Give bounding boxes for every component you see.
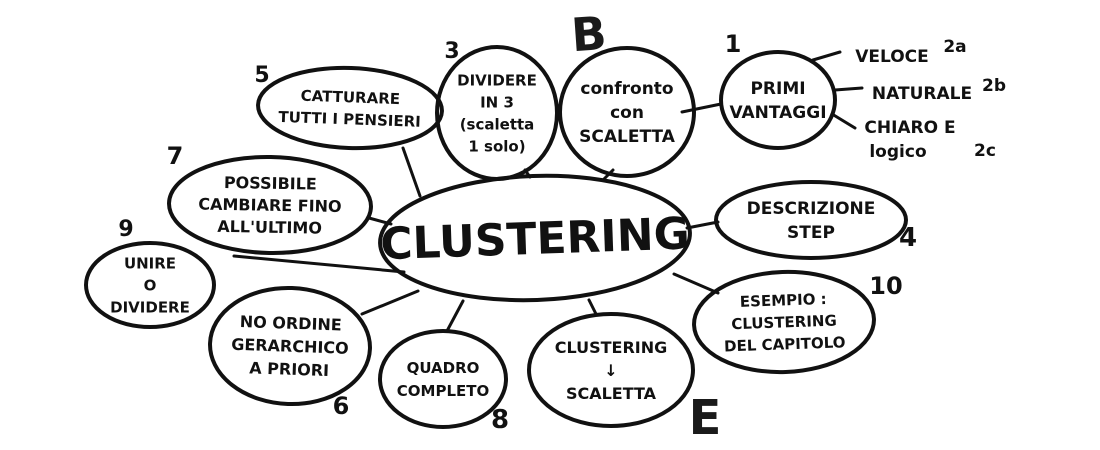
node-text-line: A PRIORI: [249, 358, 329, 380]
node-text-line: SCALETTA: [566, 384, 657, 403]
node-primi-vantaggi: PRIMI VANTAGGI: [719, 50, 837, 150]
node-text-line: 1 solo): [468, 137, 525, 155]
branch-chiaro-label: CHIARO E: [864, 118, 955, 138]
node-quadro-completo: QUADRO COMPLETO: [378, 329, 508, 429]
node-text-line: QUADRO: [407, 359, 480, 377]
node-text-line: CLUSTERING: [731, 312, 837, 334]
connectors: [232, 50, 864, 333]
node-text-line: TUTTI I PENSIERI: [278, 108, 421, 131]
node-outline: [692, 269, 876, 375]
node-outline: [378, 173, 692, 303]
node-unire-dividere: UNIRE O DIVIDERE: [84, 241, 216, 329]
branch-chiaro-label-2: logico: [869, 142, 926, 162]
node-text-line: DEL CAPITOLO: [724, 333, 846, 355]
node-number: 7: [167, 142, 184, 170]
node-text-line: DESCRIZIONE: [747, 199, 876, 219]
node-text-line: ALL'ULTIMO: [217, 217, 322, 238]
connector-line: [685, 220, 720, 230]
node-text-line: VANTAGGI: [729, 103, 826, 123]
branch-number: 2a: [943, 37, 966, 57]
node-number: 3: [444, 39, 459, 64]
center-node: CLUSTERING: [378, 173, 692, 303]
node-number: 10: [869, 272, 902, 300]
node-text-line: CATTURARE: [300, 87, 400, 108]
node-text-line: CLUSTERING: [380, 208, 691, 270]
connector-line: [360, 289, 420, 316]
node-text-line: (scaletta: [460, 115, 535, 133]
connector-line: [401, 146, 422, 198]
node-outline: [435, 45, 559, 181]
node-text-line: confronto: [580, 79, 673, 99]
node-text-line: DIVIDERE: [110, 298, 190, 316]
node-outline: [558, 46, 696, 178]
branch-number: 2b: [982, 76, 1006, 96]
node-text-line: CLUSTERING: [555, 338, 668, 357]
node-text-line: NO ORDINE: [239, 312, 342, 335]
node-outline: [527, 312, 695, 428]
node-outline: [256, 65, 444, 151]
node-number: 4: [899, 223, 917, 253]
node-text-line: STEP: [787, 223, 835, 243]
node-text-line: GERARCHICO: [231, 335, 349, 358]
node-outline: [714, 180, 908, 260]
connector-line: [445, 299, 465, 333]
node-clustering-scaletta: CLUSTERING ↓ SCALETTA: [527, 312, 695, 428]
node-text-line: IN 3: [480, 93, 514, 111]
node-outline: [84, 241, 216, 329]
branch-number: 2c: [974, 141, 996, 161]
node-text-line: CAMBIARE FINO: [198, 195, 342, 216]
node-text-line: O: [144, 276, 157, 294]
node-number: 8: [491, 405, 509, 435]
section-letter: B: [570, 6, 609, 62]
letters: BE: [570, 6, 722, 446]
connector-line: [830, 112, 857, 130]
node-outline: [208, 285, 372, 407]
node-text-line: DIVIDERE: [457, 71, 537, 89]
section-letter: E: [689, 390, 722, 446]
node-text-line: SCALETTA: [579, 127, 676, 147]
connector-line: [833, 86, 864, 92]
node-dividere-in-3: DIVIDERE IN 3 (scaletta 1 solo): [435, 45, 559, 181]
node-text-line: ↓: [604, 361, 617, 380]
node-text-line: ESEMPIO :: [740, 290, 827, 311]
node-number: 9: [118, 217, 133, 242]
node-text-line: COMPLETO: [397, 382, 489, 400]
node-number: 1: [725, 30, 742, 58]
branch-naturale-label: NATURALE: [872, 84, 972, 104]
connector-line: [680, 102, 723, 114]
connector-line: [811, 50, 842, 62]
node-number: 6: [333, 392, 350, 420]
node-number: 5: [254, 63, 269, 88]
node-outline: [719, 50, 837, 150]
branch-veloce-label: VELOCE: [855, 47, 929, 67]
node-text-line: UNIRE: [124, 254, 176, 272]
connector-line: [587, 298, 598, 316]
node-outline: [378, 329, 508, 429]
node-text-line: PRIMI: [750, 79, 805, 99]
node-descrizione-step: DESCRIZIONE STEP: [714, 180, 908, 260]
node-text-line: con: [610, 103, 644, 123]
node-text-line: POSSIBILE: [224, 173, 317, 194]
connector-line: [672, 272, 720, 295]
node-outline: [167, 154, 373, 256]
connector-line: [232, 254, 406, 274]
